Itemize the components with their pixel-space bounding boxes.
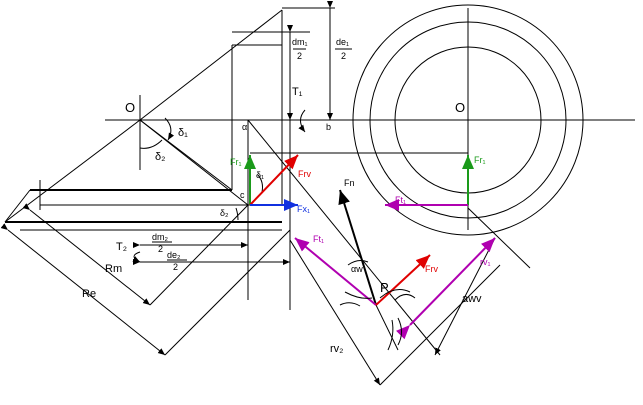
dimension-rv1 xyxy=(395,237,496,340)
label-rv1: rv₁ xyxy=(480,257,491,267)
dimension-Rm xyxy=(22,203,249,306)
label-delta1-top: δ₁ xyxy=(178,127,188,139)
dimension-de1 xyxy=(327,1,352,120)
alpha-w-arc xyxy=(347,260,369,266)
T2-arrow xyxy=(132,251,141,263)
dimension-de2 xyxy=(133,259,290,265)
label-O-right: O xyxy=(455,100,465,115)
label-Fn: Fn xyxy=(344,178,355,188)
label-Fr1-right: Fr₁ xyxy=(474,155,486,165)
label-delta2-gear: δ₂ xyxy=(220,208,229,218)
label-T1: T₁ xyxy=(292,86,303,98)
label-Rm: Rm xyxy=(105,263,122,275)
force-Frv-top xyxy=(249,154,299,206)
Fn-arrow xyxy=(338,189,399,351)
label-de1-num: de₁ xyxy=(336,37,349,47)
dimension-dm2 xyxy=(133,241,248,248)
T1-arrow xyxy=(298,109,306,133)
label-dm1-num: dm₁ xyxy=(292,37,308,47)
label-Fx1: Fx₁ xyxy=(297,204,310,214)
force-Ft1-lower xyxy=(294,237,377,306)
dimension-rv2 xyxy=(289,239,501,386)
label-T2: T₂ xyxy=(116,241,127,253)
label-alpha-w: αw xyxy=(351,264,363,274)
label-c: c xyxy=(240,190,245,200)
label-Fr1-left: Fr₁ xyxy=(230,157,242,167)
label-de2-den: 2 xyxy=(173,262,178,272)
gear-end-view xyxy=(352,4,584,236)
label-delta1-gear: δ₁ xyxy=(256,170,264,180)
label-delta2: δ₂ xyxy=(155,151,165,163)
label-Frv-top: Frv xyxy=(298,169,311,179)
label-dm1-den: 2 xyxy=(297,51,302,61)
label-rv2: rv₂ xyxy=(330,343,343,355)
label-de1-den: 2 xyxy=(341,51,346,61)
label-alpha: α xyxy=(242,122,247,132)
label-dm2-den: 2 xyxy=(158,244,163,254)
label-P: P xyxy=(380,280,389,295)
dimension-dm1 xyxy=(287,25,306,120)
label-aw: awv xyxy=(462,293,482,305)
pitch-line xyxy=(139,119,468,356)
label-Re: Re xyxy=(82,288,96,300)
label-O-left: O xyxy=(125,100,135,115)
label-de2-num: de₂ xyxy=(167,250,181,260)
gear-teeth-sketch xyxy=(339,289,416,351)
dimension-Re xyxy=(0,223,291,356)
delta-arcs xyxy=(139,117,263,221)
label-Ft1-right: Ft₁ xyxy=(395,195,406,205)
label-dm2-num: dm₂ xyxy=(152,232,169,242)
dimension-aw xyxy=(434,207,531,356)
label-b: b xyxy=(326,122,331,132)
label-Frv-lower: Frv xyxy=(425,264,438,274)
label-Ft1-lower: Ft₁ xyxy=(313,234,324,244)
